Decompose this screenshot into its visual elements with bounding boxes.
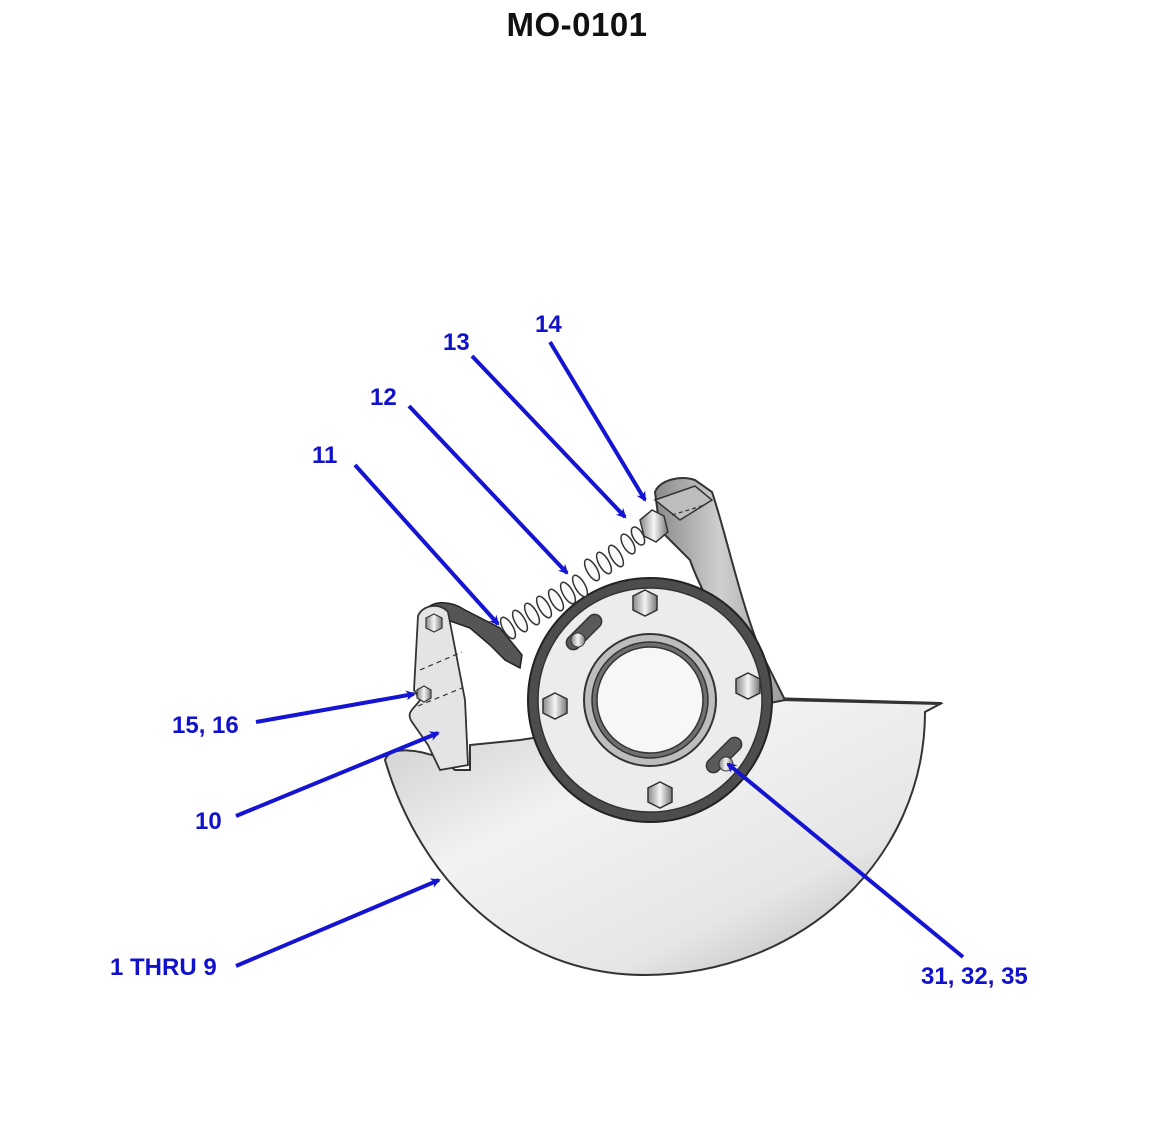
adjuster-nut <box>639 509 669 543</box>
callout-14: 14 <box>535 311 562 338</box>
callout-31-32-35: 31, 32, 35 <box>921 963 1028 990</box>
bolt-icon <box>632 589 658 617</box>
latch-plate <box>408 605 469 772</box>
adjustment-slots <box>565 613 743 774</box>
callout-1-thru-9: 1 THRU 9 <box>110 954 217 981</box>
leader-12 <box>407 404 569 575</box>
callout-15-16: 15, 16 <box>172 712 239 739</box>
callout-labels: 11 12 13 14 15, 16 10 1 THRU 9 31, 32, 3… <box>110 311 1028 990</box>
leader-13 <box>470 354 627 519</box>
leader-11 <box>353 463 500 626</box>
leader-14 <box>548 340 647 502</box>
callout-13: 13 <box>443 329 470 356</box>
leader-lines <box>235 340 965 968</box>
bolt-icon <box>542 692 568 720</box>
leader-31-32-35 <box>726 762 965 959</box>
callout-12: 12 <box>370 384 397 411</box>
bolt-icon <box>647 781 673 809</box>
leader-1-thru-9 <box>235 878 441 968</box>
flange-bolts <box>542 589 761 809</box>
leader-10 <box>235 731 440 818</box>
latch-pin-icon <box>416 685 432 703</box>
callout-10: 10 <box>195 808 222 835</box>
figure-title: MO-0101 <box>506 6 648 43</box>
spring <box>499 526 646 640</box>
pivot-bolt-icon <box>425 613 443 633</box>
leader-15-16 <box>255 690 416 724</box>
bolt-icon <box>735 672 761 700</box>
callout-11: 11 <box>312 442 337 469</box>
